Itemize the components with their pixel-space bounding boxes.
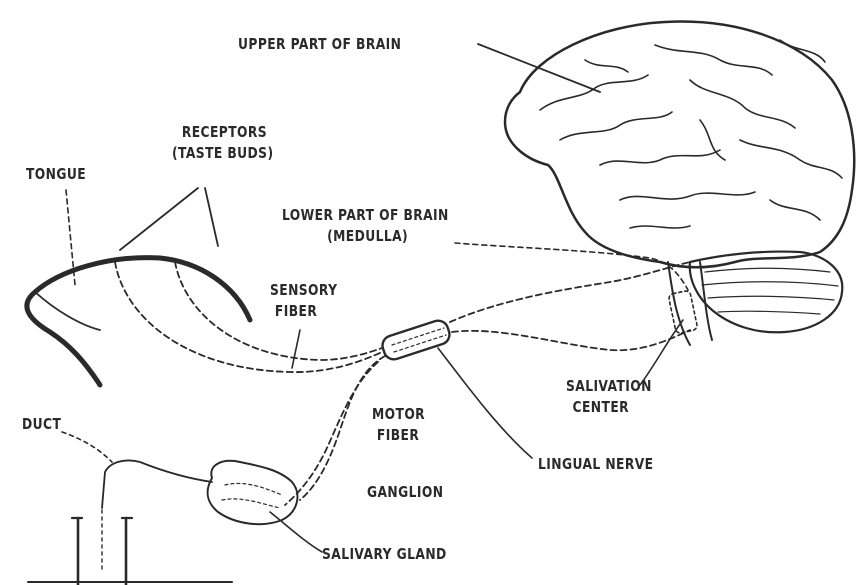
lower-brain-label-line2: (MEDULLA) <box>282 226 449 247</box>
sensory-fiber-label-line2: FIBER <box>270 301 337 322</box>
medulla-pointer <box>455 243 688 290</box>
lingual-nerve-bundle <box>380 318 452 362</box>
beaker-drawing <box>72 510 132 585</box>
duct-drawing <box>102 460 212 508</box>
lingual-nerve-label: LINGUAL NERVE <box>538 454 653 475</box>
receptors-label-line1: RECEPTORS <box>172 122 273 143</box>
salivary-gland-label: SALIVARY GLAND <box>322 544 447 565</box>
motor-fiber-2 <box>285 362 378 505</box>
salivation-center-label-line2: CENTER <box>566 397 652 418</box>
lower-brain-label-line1: LOWER PART OF BRAIN <box>282 205 449 226</box>
motor-fiber-label-line2: FIBER <box>372 425 425 446</box>
motor-fiber-label-line1: MOTOR <box>372 404 425 425</box>
motor-fiber-label: MOTOR FIBER <box>372 404 425 446</box>
upper-brain-pointer <box>478 44 600 92</box>
duct-label: DUCT <box>22 414 61 435</box>
nerve-to-brain-upper <box>450 262 690 322</box>
brain-lower-drawing <box>668 252 842 345</box>
lower-brain-label: LOWER PART OF BRAIN (MEDULLA) <box>282 205 449 247</box>
receptors-label-line2: (TASTE BUDS) <box>172 143 273 164</box>
brain-upper-drawing <box>505 22 854 268</box>
duct-pointer <box>62 432 112 462</box>
tongue-label: TONGUE <box>26 164 86 185</box>
receptors-pointer-left <box>120 188 198 250</box>
sensory-pointer <box>292 330 300 368</box>
tongue-drawing <box>27 258 250 385</box>
lingual-nerve-pointer <box>438 348 532 458</box>
nerve-to-brain-lower <box>452 330 690 350</box>
receptors-pointer-right <box>205 188 218 246</box>
sensory-fiber-label-line1: SENSORY <box>270 280 337 301</box>
sensory-fiber-label: SENSORY FIBER <box>270 280 337 322</box>
salivary-gland-pointer <box>270 512 322 552</box>
upper-brain-label: UPPER PART OF BRAIN <box>238 34 401 55</box>
ganglion-label: GANGLION <box>367 482 443 503</box>
salivation-center-label: SALIVATION CENTER <box>566 376 652 418</box>
salivation-center-label-line1: SALIVATION <box>566 376 652 397</box>
salivary-gland-drawing <box>208 461 298 524</box>
receptors-label: RECEPTORS (TASTE BUDS) <box>172 122 273 164</box>
